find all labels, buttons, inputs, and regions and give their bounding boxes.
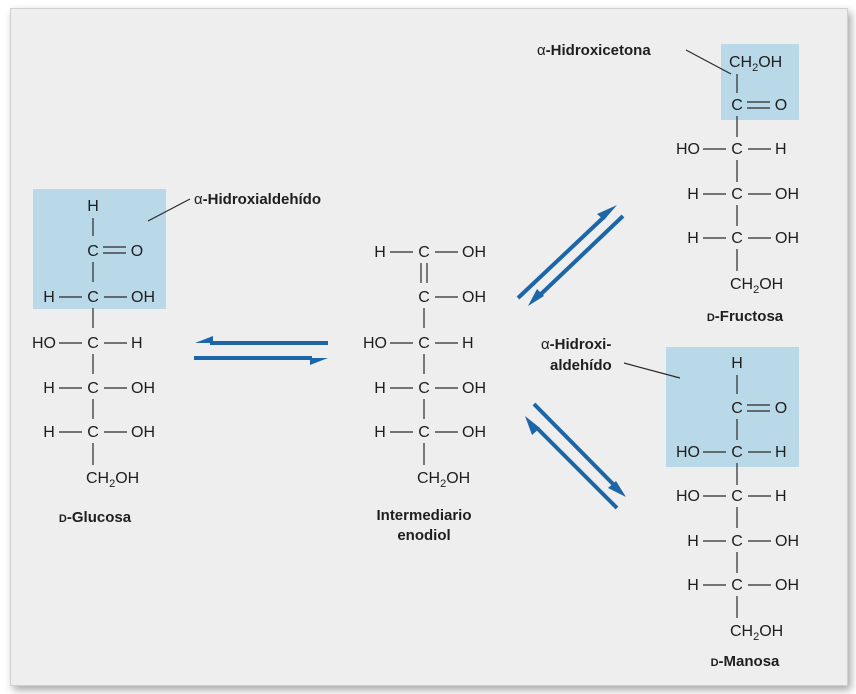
mannose-c4-h: H bbox=[687, 533, 699, 550]
fructose-label: D-Fructosa bbox=[707, 308, 784, 325]
fructose-c5-carbon: C bbox=[731, 230, 743, 247]
mannose-callout-line bbox=[623, 362, 681, 379]
glucose-c2-oh: OH bbox=[131, 289, 155, 306]
enediol-c2-carbon: C bbox=[418, 289, 430, 306]
mannose-hydroxyaldehyde-label-line2: aldehído bbox=[550, 357, 612, 374]
mannose-c2-carbon: C bbox=[731, 444, 743, 461]
glucose-c3-h: H bbox=[131, 335, 143, 352]
mannose-highlight-box bbox=[666, 347, 799, 467]
glucose-c4-carbon: C bbox=[87, 380, 99, 397]
fructose-c4-oh: OH bbox=[775, 186, 799, 203]
fructose-c4-carbon: C bbox=[731, 186, 743, 203]
glucose-c1-carbon: C bbox=[87, 243, 99, 260]
glucose-structure: H C O H C OH HO C H H C OH H C OH C bbox=[32, 198, 155, 490]
enediol-c5-oh: OH bbox=[462, 424, 486, 441]
equilibrium-arrow-enediol-mannose bbox=[525, 402, 626, 510]
mannose-c2-ho: HO bbox=[676, 444, 700, 461]
enediol-c1-h: H bbox=[374, 244, 386, 261]
enediol-c6-ch2oh: CH2OH bbox=[417, 470, 470, 490]
fructose-c5-h: H bbox=[687, 230, 699, 247]
fructose-c1-ch2oh: CH2OH bbox=[729, 54, 782, 74]
glucose-c6-ch2oh: CH2OH bbox=[86, 470, 139, 490]
glucose-hydroxyaldehyde-label: α-Hidroxialdehído bbox=[194, 191, 321, 208]
glucose-label: D-Glucosa bbox=[59, 509, 132, 526]
mannose-c5-carbon: C bbox=[731, 577, 743, 594]
equilibrium-arrow-enediol-fructose bbox=[516, 205, 625, 306]
fructose-c3-h: H bbox=[775, 141, 787, 158]
enediol-c4-h: H bbox=[374, 380, 386, 397]
mannose-c4-oh: OH bbox=[775, 533, 799, 550]
glucose-c5-oh: OH bbox=[131, 424, 155, 441]
fructose-c6-ch2oh: CH2OH bbox=[730, 276, 783, 296]
fructose-callout-line bbox=[685, 49, 732, 75]
equilibrium-arrow-glucose-enediol bbox=[194, 336, 328, 365]
mannose-c3-h: H bbox=[775, 488, 787, 505]
mannose-c4-carbon: C bbox=[731, 533, 743, 550]
enediol-c3-ho: HO bbox=[363, 335, 387, 352]
glucose-c1-h: H bbox=[87, 198, 99, 215]
mannose-c6-ch2oh: CH2OH bbox=[730, 623, 783, 643]
glucose-c2-h: H bbox=[43, 289, 55, 306]
enediol-c1-carbon: C bbox=[418, 244, 430, 261]
enediol-label-line2: enodiol bbox=[397, 527, 450, 544]
mannose-hydroxyaldehyde-label-line1: α-Hidroxi- bbox=[541, 336, 611, 353]
fructose-c3-carbon: C bbox=[731, 141, 743, 158]
glucose-c2-carbon: C bbox=[87, 289, 99, 306]
mannose-c1-h: H bbox=[731, 355, 743, 372]
mannose-c2-h: H bbox=[775, 444, 787, 461]
fructose-c3-ho: HO bbox=[676, 141, 700, 158]
glucose-c5-carbon: C bbox=[87, 424, 99, 441]
mannose-c5-h: H bbox=[687, 577, 699, 594]
glucose-c4-oh: OH bbox=[131, 380, 155, 397]
enediol-c1-oh: OH bbox=[462, 244, 486, 261]
glucose-c3-carbon: C bbox=[87, 335, 99, 352]
enediol-c4-oh: OH bbox=[462, 380, 486, 397]
mannose-c3-carbon: C bbox=[731, 488, 743, 505]
fructose-c4-h: H bbox=[687, 186, 699, 203]
glucose-c4-h: H bbox=[43, 380, 55, 397]
fructose-hydroxyketone-label: α-Hidroxicetona bbox=[537, 42, 651, 59]
fructose-c5-oh: OH bbox=[775, 230, 799, 247]
fructose-c2-oxygen: O bbox=[775, 97, 787, 114]
enediol-label-line1: Intermediario bbox=[376, 507, 471, 524]
enediol-structure: H C OH C OH HO C H H C OH H C OH CH2OH bbox=[363, 244, 486, 490]
enediol-c4-carbon: C bbox=[418, 380, 430, 397]
mannose-structure: H C O HO C H HO C H H C OH H C OH C bbox=[676, 355, 799, 643]
glucose-highlight-box bbox=[33, 189, 166, 309]
glucose-c5-h: H bbox=[43, 424, 55, 441]
fructose-structure: CH2OH C O HO C H H C OH H C OH CH2OH bbox=[676, 54, 799, 296]
fructose-highlight-box bbox=[721, 44, 799, 120]
glucose-c1-oxygen: O bbox=[131, 243, 143, 260]
mannose-c1-carbon: C bbox=[731, 400, 743, 417]
enediol-c5-h: H bbox=[374, 424, 386, 441]
mannose-c1-oxygen: O bbox=[775, 400, 787, 417]
mannose-label: D-Manosa bbox=[711, 653, 780, 670]
glucose-c3-ho: HO bbox=[32, 335, 56, 352]
mannose-c3-ho: HO bbox=[676, 488, 700, 505]
glucose-callout-line bbox=[147, 198, 191, 222]
fructose-c2-carbon: C bbox=[731, 97, 743, 114]
mannose-c5-oh: OH bbox=[775, 577, 799, 594]
enediol-c5-carbon: C bbox=[418, 424, 430, 441]
enediol-c3-h: H bbox=[462, 335, 474, 352]
enediol-c3-carbon: C bbox=[418, 335, 430, 352]
enediol-c2-oh: OH bbox=[462, 289, 486, 306]
